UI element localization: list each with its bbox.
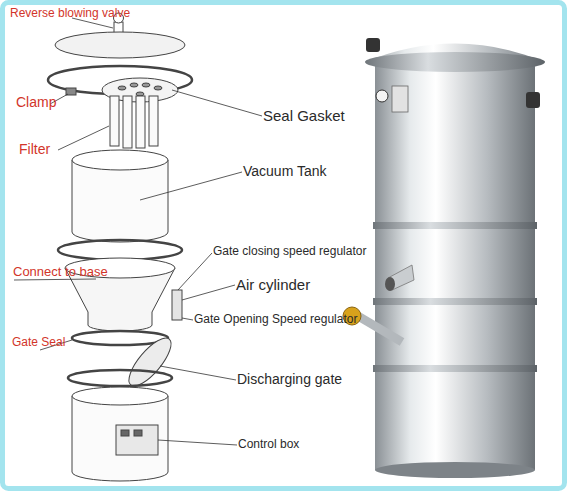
vacuum-tank: [72, 160, 168, 242]
filter-cartridge: [149, 96, 158, 146]
part-label: Gate closing speed regulator: [213, 245, 366, 257]
tank-body: [375, 62, 535, 470]
leader-line: [140, 172, 242, 200]
air-pipe: [358, 316, 402, 342]
gauge: [376, 90, 388, 102]
tank-bottom: [375, 462, 535, 478]
clamp-ring: [58, 240, 182, 260]
part-label: Discharging gate: [237, 372, 342, 386]
fitting: [366, 38, 380, 52]
base-top: [72, 387, 168, 405]
gasket-hole: [136, 92, 144, 96]
part-label: Clamp: [16, 95, 56, 109]
gasket-hole: [154, 86, 162, 90]
clamp-band: [373, 365, 537, 372]
part-label: Gate Seal: [12, 336, 65, 348]
clamp-band: [373, 222, 537, 229]
switch: [121, 430, 129, 436]
leader-line: [158, 440, 237, 445]
leader-line: [172, 90, 262, 116]
switch: [134, 430, 142, 436]
lid-rim: [365, 52, 545, 72]
filter-cartridge: [136, 96, 145, 148]
fitting: [526, 92, 540, 108]
leader-line: [178, 253, 212, 290]
gasket-hole: [142, 83, 150, 87]
inlet-opening: [385, 277, 395, 291]
gasket-hole: [118, 86, 126, 90]
clamp-band: [373, 298, 537, 305]
leader-line: [160, 366, 236, 380]
part-label: Vacuum Tank: [243, 164, 327, 178]
leader-line: [58, 126, 109, 150]
frame: [3, 3, 565, 489]
base: [72, 396, 168, 481]
part-label: Reverse blowing valve: [10, 7, 130, 19]
part-label: Air cylinder: [236, 277, 310, 292]
part-label: Control box: [238, 438, 299, 450]
gasket-hole: [130, 83, 138, 87]
air-regulator: [392, 86, 408, 112]
part-label: Seal Gasket: [263, 108, 345, 123]
filter-cartridge: [110, 96, 119, 146]
part-label: Filter: [19, 142, 50, 156]
clamp-ring: [68, 370, 172, 386]
leader-line: [182, 318, 193, 320]
control-box: [116, 425, 158, 455]
leader-line: [182, 285, 235, 300]
vacuum-tank-top: [72, 150, 168, 170]
filter-cartridge: [123, 96, 132, 148]
part-label: Gate Opening Speed regulator: [194, 313, 357, 325]
leader-line: [14, 279, 96, 280]
leader-line: [72, 18, 113, 28]
air-cylinder: [172, 290, 182, 320]
lid: [55, 32, 185, 58]
part-label: Connect to base: [13, 265, 108, 278]
discharging-gate: [122, 332, 177, 392]
